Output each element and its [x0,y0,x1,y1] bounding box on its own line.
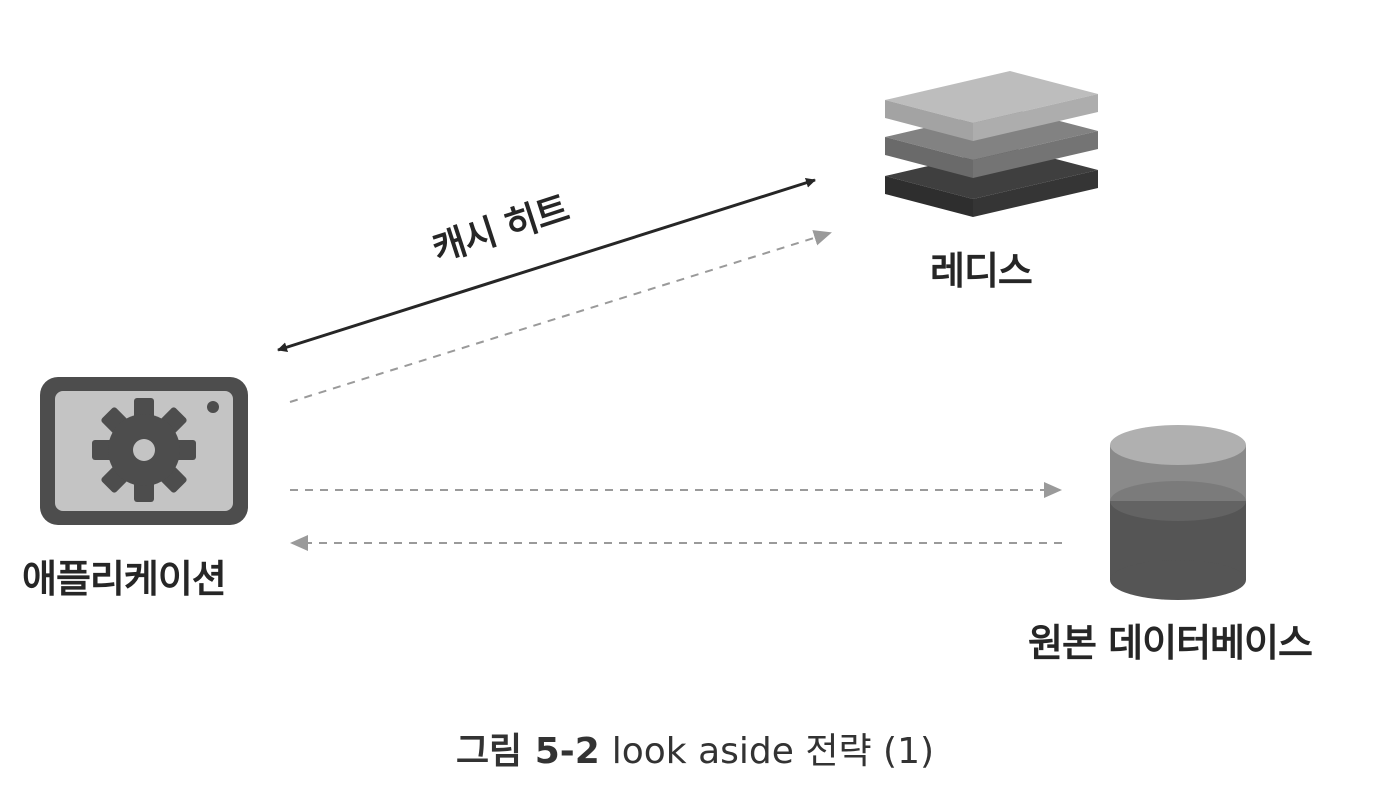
database-label: 원본 데이터베이스 [1028,621,1313,665]
figure-title: look aside 전략 (1) [611,731,935,772]
layers-stack-icon [885,71,1098,217]
application-icon [40,377,248,525]
figure-number: 그림 5-2 [455,731,600,772]
gear-icon [92,398,196,502]
camera-dot-icon [207,401,219,413]
cache-hit-arrow [277,177,816,353]
dashed-arrow-app-to-redis [289,230,832,403]
figure-caption: 그림 5-2 look aside 전략 (1) [0,722,1390,774]
redis-label: 레디스 [930,249,1033,293]
database-cylinder-icon [1110,425,1246,600]
application-label: 애플리케이션 [22,557,227,601]
